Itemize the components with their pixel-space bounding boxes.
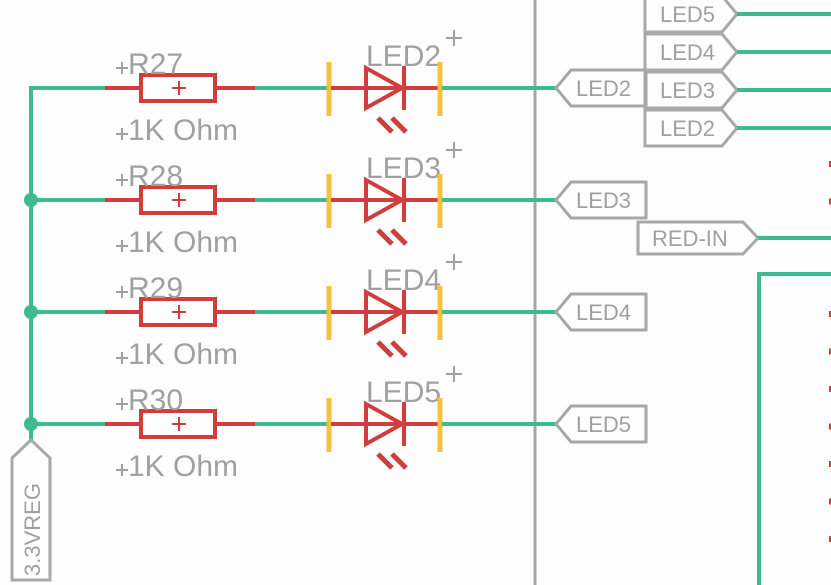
supply-rail-wire[interactable] bbox=[29, 86, 105, 440]
net-label: LED2 bbox=[576, 76, 631, 101]
resistor-name: R30 bbox=[128, 384, 183, 417]
origin-cross bbox=[172, 417, 186, 431]
resistor-value: 1K Ohm bbox=[128, 338, 238, 371]
net-label: LED4 bbox=[660, 40, 715, 65]
pin-stub bbox=[829, 311, 831, 317]
net-label: LED3 bbox=[576, 188, 631, 213]
net-label: LED3 bbox=[660, 78, 715, 103]
net-label-frame[interactable] bbox=[643, 0, 739, 34]
origin-cross bbox=[172, 81, 186, 95]
origin-cross bbox=[116, 286, 128, 364]
led-name: LED5 bbox=[366, 376, 441, 409]
resistor-body[interactable] bbox=[139, 297, 217, 327]
origin-cross bbox=[446, 366, 462, 382]
bus-wire[interactable] bbox=[757, 272, 831, 585]
pin-stub bbox=[829, 423, 831, 430]
resistor-body[interactable] bbox=[139, 73, 217, 103]
light-emission-icon bbox=[376, 340, 408, 358]
origin-cross bbox=[116, 62, 128, 140]
net-label: LED4 bbox=[576, 300, 631, 325]
net-label: LED5 bbox=[660, 2, 715, 27]
origin-cross bbox=[446, 30, 462, 46]
net-label-frame[interactable] bbox=[554, 404, 648, 444]
right-net-label[interactable]: LED5 bbox=[643, 0, 831, 34]
pin-stub bbox=[829, 498, 831, 505]
pin-stub bbox=[829, 386, 831, 392]
led-symbol[interactable] bbox=[364, 400, 407, 448]
net-label-frame[interactable] bbox=[554, 180, 648, 220]
pin-stub bbox=[829, 536, 831, 542]
resistor-value: 1K Ohm bbox=[128, 226, 238, 259]
resistor-body[interactable] bbox=[139, 409, 217, 439]
net-label: LED5 bbox=[576, 412, 631, 437]
led-symbol[interactable] bbox=[364, 176, 407, 224]
led-symbol[interactable] bbox=[364, 288, 407, 336]
resistor-body[interactable] bbox=[139, 185, 217, 215]
net-label-frame[interactable] bbox=[643, 108, 739, 148]
resistor-name: R27 bbox=[128, 48, 183, 81]
supply-label-frame[interactable] bbox=[10, 437, 52, 582]
pin-stub bbox=[829, 348, 831, 355]
net-label-frame[interactable] bbox=[643, 70, 739, 110]
pin-stub bbox=[829, 161, 831, 167]
net-label-frame[interactable] bbox=[643, 32, 739, 72]
light-emission-icon bbox=[376, 452, 408, 470]
resistor-value: 1K Ohm bbox=[128, 450, 238, 483]
red-in-label-frame[interactable] bbox=[636, 220, 761, 256]
right-net-label[interactable]: LED3 bbox=[643, 70, 831, 110]
origin-cross bbox=[172, 305, 186, 319]
net-label: LED2 bbox=[660, 116, 715, 141]
led-symbol[interactable] bbox=[364, 64, 407, 112]
led-name: LED4 bbox=[366, 264, 441, 297]
resistor-name: R29 bbox=[128, 272, 183, 305]
resistor-name: R28 bbox=[128, 160, 183, 193]
resistor-value: 1K Ohm bbox=[128, 114, 238, 147]
pin-stub bbox=[829, 461, 831, 467]
origin-cross bbox=[446, 254, 462, 270]
light-emission-icon bbox=[376, 228, 408, 246]
right-net-label[interactable]: LED4 bbox=[643, 32, 831, 72]
net-label-frame[interactable] bbox=[554, 292, 648, 332]
supply-label: 3.3VREG bbox=[20, 483, 45, 576]
origin-cross bbox=[172, 193, 186, 207]
origin-cross bbox=[116, 398, 128, 476]
light-emission-icon bbox=[376, 116, 408, 134]
led-name: LED2 bbox=[366, 40, 441, 73]
origin-cross bbox=[116, 174, 128, 252]
red-in-label: RED-IN bbox=[652, 226, 728, 251]
origin-cross bbox=[446, 142, 462, 158]
right-net-label[interactable]: LED2 bbox=[643, 108, 831, 148]
pin-stub bbox=[829, 198, 831, 205]
led-name: LED3 bbox=[366, 152, 441, 185]
